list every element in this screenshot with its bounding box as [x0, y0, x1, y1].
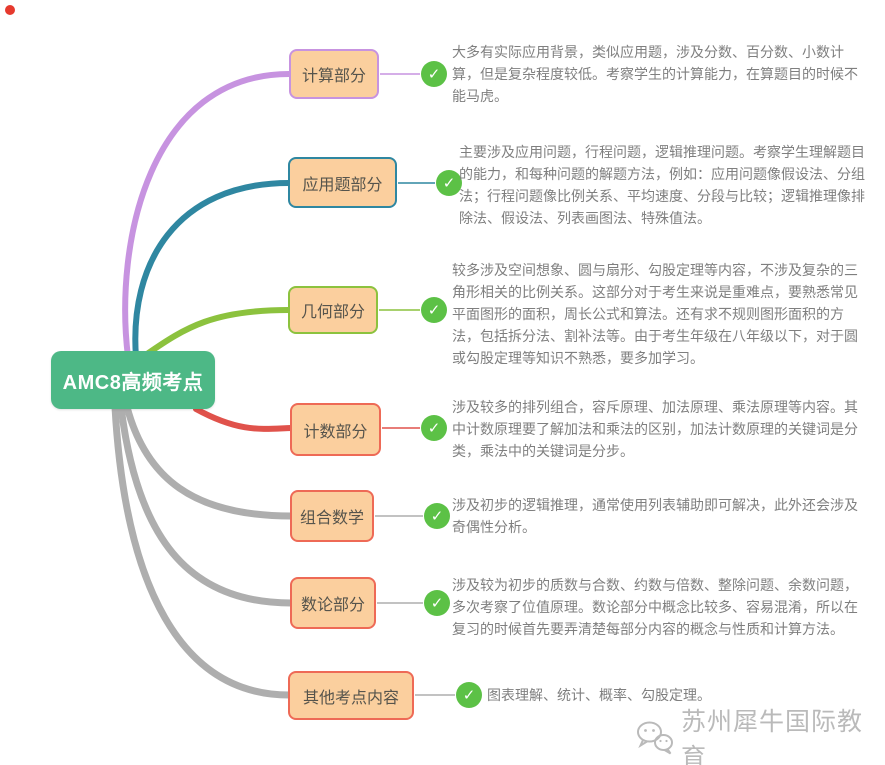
check-glyph: ✓: [430, 594, 444, 612]
branch-curve-number-theory: [117, 403, 295, 607]
topic-node-counting[interactable]: 计数部分: [290, 403, 381, 456]
topic-node-number-theory[interactable]: 数论部分: [290, 577, 376, 629]
check-glyph: ✓: [427, 419, 441, 437]
topic-label: 其他考点内容: [302, 689, 399, 707]
root-node[interactable]: AMC8高频考点: [51, 351, 215, 409]
check-icon[interactable]: ✓: [424, 590, 450, 616]
topic-desc-counting: 涉及较多的排列组合，容斥原理、加法原理、乘法原理等内容。其中计数原理要了解加法和…: [452, 399, 858, 459]
topic-desc-word-problems: 主要涉及应用问题，行程问题，逻辑推理问题。考察学生理解题目的能力，和每种问题的解…: [459, 144, 865, 226]
check-glyph: ✓: [427, 301, 441, 319]
check-icon[interactable]: ✓: [421, 61, 447, 87]
topic-label: 几何部分: [300, 304, 365, 321]
branch-curve-word-problems: [132, 180, 292, 360]
root-node-label: AMC8高频考点: [62, 371, 204, 394]
branch-curve-calculation: [122, 71, 292, 360]
check-glyph: ✓: [462, 686, 476, 704]
check-glyph: ✓: [442, 174, 456, 192]
topic-desc-geometry: 较多涉及空间想象、圆与扇形、勾股定理等内容，不涉及复杂的三角形相关的比例关系。这…: [452, 262, 858, 366]
watermark: 苏州犀牛国际教育: [636, 702, 885, 765]
topic-label: 数论部分: [300, 597, 365, 614]
topic-label: 应用题部分: [302, 176, 383, 194]
topic-node-combinatorics[interactable]: 组合数学: [290, 490, 374, 542]
topic-node-word-problems[interactable]: 应用题部分: [288, 157, 397, 208]
topic-node-geometry[interactable]: 几何部分: [288, 286, 378, 334]
topic-node-other-topics[interactable]: 其他考点内容: [288, 671, 414, 720]
check-icon[interactable]: ✓: [456, 682, 482, 708]
topic-node-calculation[interactable]: 计算部分: [289, 49, 379, 99]
topic-label: 组合数学: [299, 510, 364, 527]
check-icon[interactable]: ✓: [421, 415, 447, 441]
wechat-icon: [636, 721, 674, 755]
check-icon[interactable]: ✓: [436, 170, 462, 196]
branch-curve-counting: [193, 406, 294, 432]
topic-desc-calculation: 大多有实际应用背景，类似应用题，涉及分数、百分数、小数计算，但是复杂程度较低。考…: [452, 44, 858, 104]
branch-curve-geometry: [144, 307, 292, 357]
watermark-text: 苏州犀牛国际教育: [681, 708, 864, 765]
check-glyph: ✓: [427, 65, 441, 83]
check-icon[interactable]: ✓: [421, 297, 447, 323]
topic-label: 计算部分: [301, 68, 366, 85]
corner-red-dot: [5, 5, 15, 15]
topic-desc-other-topics: 图表理解、统计、概率、勾股定理。: [487, 687, 711, 703]
check-icon[interactable]: ✓: [424, 503, 450, 529]
topic-label: 计数部分: [303, 423, 368, 441]
topic-desc-number-theory: 涉及较为初步的质数与合数、约数与倍数、整除问题、余数问题，多次考察了位值原理。数…: [452, 577, 858, 637]
branch-curve-other-topics: [111, 403, 293, 699]
branch-curve-combinatorics: [123, 403, 295, 520]
check-glyph: ✓: [430, 507, 444, 525]
topic-desc-combinatorics: 涉及初步的逻辑推理，通常使用列表辅助即可解决，此外还会涉及奇偶性分析。: [452, 497, 858, 535]
